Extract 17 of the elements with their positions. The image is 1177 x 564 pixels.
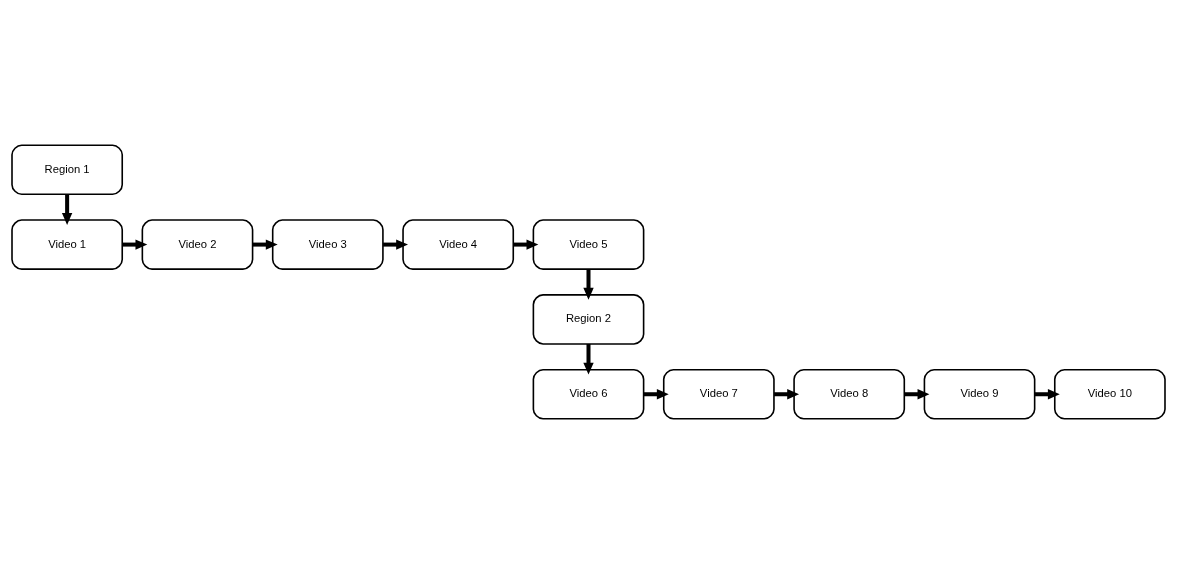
node-box: Video 7 xyxy=(662,368,775,420)
node-box: Video 8 xyxy=(793,368,906,420)
arrow xyxy=(583,269,594,300)
arrow xyxy=(513,239,539,250)
node-box: Video 6 xyxy=(532,368,645,420)
node-box: Video 3 xyxy=(271,219,384,270)
arrow xyxy=(583,344,594,375)
arrow xyxy=(61,194,73,225)
node-box: Video 1 xyxy=(11,219,124,270)
node-box: Video 4 xyxy=(402,219,515,270)
node-box: Video 9 xyxy=(923,368,1036,420)
node-box: Video 5 xyxy=(532,219,645,270)
node-box: Region 2 xyxy=(532,294,645,345)
node-box: Region 1 xyxy=(11,144,124,196)
node-box: Video 10 xyxy=(1053,368,1166,420)
arrow xyxy=(904,389,930,400)
node-box: Video 2 xyxy=(141,219,254,270)
